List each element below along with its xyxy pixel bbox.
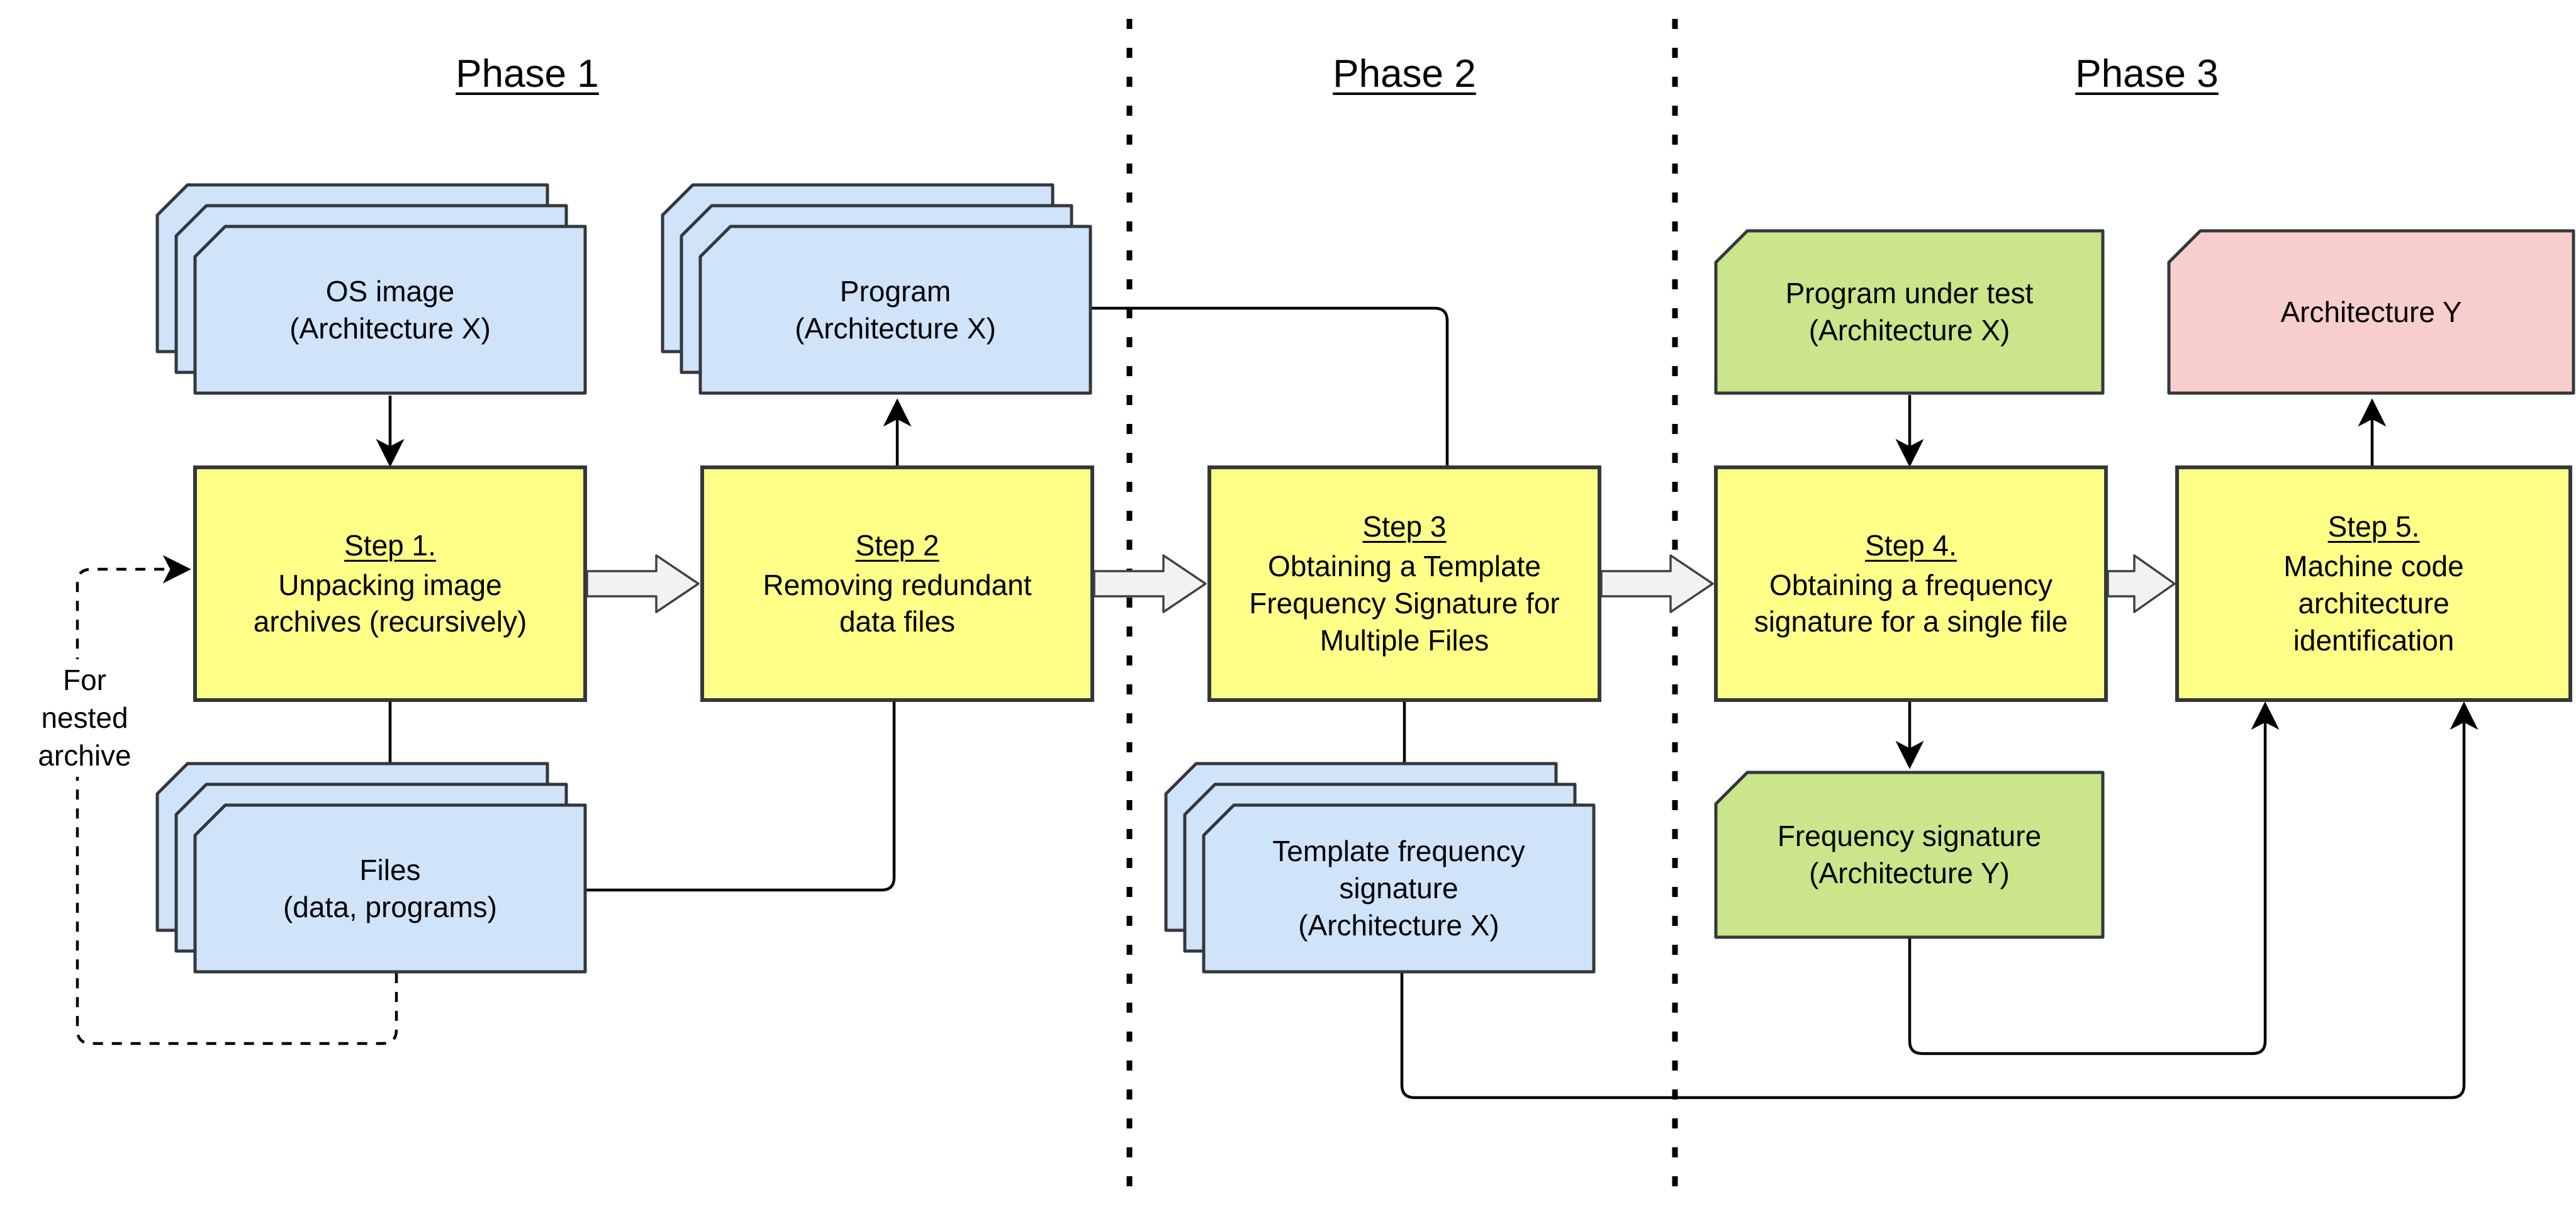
program-under-test-box: [1714, 229, 2105, 395]
block-arrow-step1-step2: [586, 554, 700, 613]
os-image-card-front: [193, 225, 587, 395]
frequency-signature-box: [1714, 771, 2105, 939]
program-card-front: [698, 225, 1092, 395]
step5-box: [2175, 465, 2572, 702]
phase2-heading: Phase 2: [1333, 52, 1476, 96]
step4-box: [1714, 465, 2108, 702]
block-arrow-step3-step4: [1600, 554, 1714, 613]
step2-box: [700, 465, 1094, 702]
template-signature-card-front: [1202, 803, 1596, 974]
step3-box: [1207, 465, 1601, 702]
architecture-y-box: [2167, 229, 2575, 395]
nested-archive-note: For nested archive: [19, 659, 150, 777]
files-card-front: [193, 803, 587, 974]
step1-box: [193, 465, 587, 702]
arrow-freqsig-to-step5: [1908, 701, 2280, 1055]
phase1-heading: Phase 1: [456, 52, 599, 96]
block-arrow-step4-step5: [2107, 554, 2176, 613]
connector-files-to-step2: [585, 702, 896, 892]
phase3-heading: Phase 3: [2075, 52, 2219, 96]
arrow-template-to-step5: [1400, 701, 2478, 1099]
block-arrow-step2-step3: [1093, 554, 1207, 613]
dashed-nested-archive-loop: [76, 555, 398, 1045]
connector-program-to-step3: [1090, 306, 1449, 465]
